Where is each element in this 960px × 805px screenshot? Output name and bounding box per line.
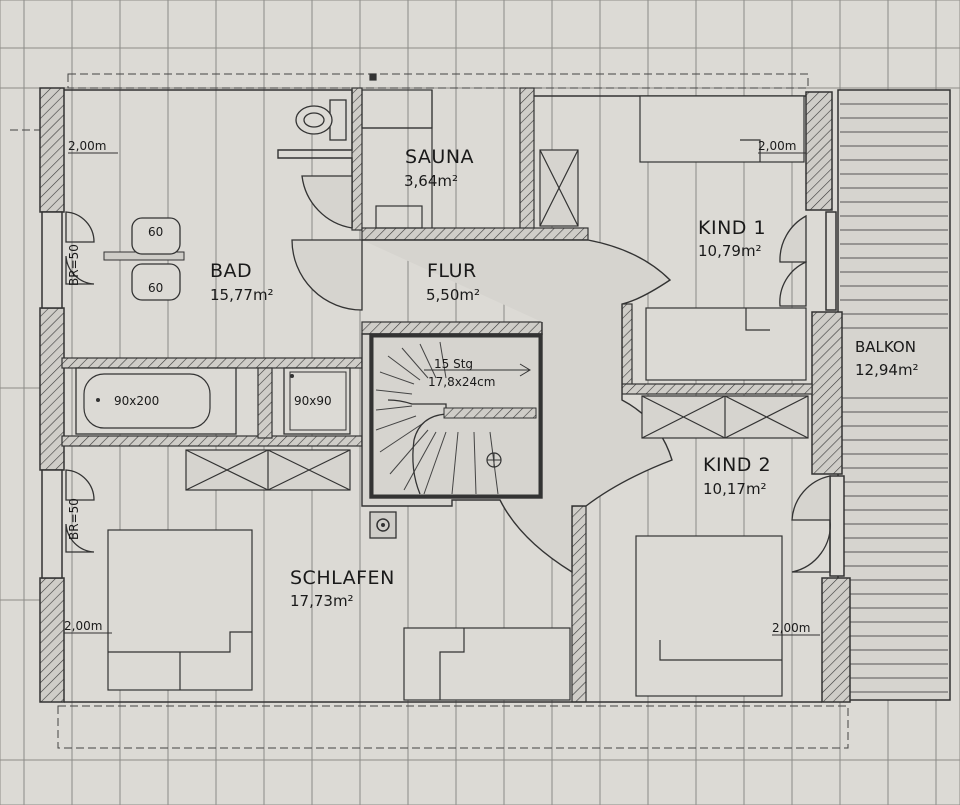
parapet-bad: BR=50	[67, 244, 81, 286]
bad-area: 15,77m²	[210, 286, 274, 304]
schlafen-area: 17,73m²	[290, 592, 354, 610]
toilet-icon	[295, 99, 347, 141]
height-schlafen: 2,00m	[64, 619, 102, 633]
beds	[107, 95, 807, 701]
kind1-area: 10,79m²	[698, 242, 762, 260]
kind1-name: KIND 1	[698, 217, 766, 239]
sink-label-top: 60	[148, 225, 163, 239]
flur-area: 5,50m²	[426, 286, 480, 304]
bathtub-label: 90x200	[114, 394, 159, 408]
interior-walls	[61, 87, 813, 703]
balkon-area: 12,94m²	[855, 361, 919, 379]
stairs-dims: 17,8x24cm	[428, 375, 495, 389]
sauna-name: SAUNA	[405, 146, 474, 168]
shower-icon: 90x90	[283, 367, 351, 435]
height-bad: 2,00m	[68, 139, 106, 153]
room-labels: SAUNA 3,64m² BAD 15,77m² FLUR 5,50m² KIN…	[210, 146, 919, 610]
outer-walls	[39, 87, 851, 703]
door-swing-icon	[65, 175, 831, 573]
sink-label-bottom: 60	[148, 281, 163, 295]
height-kind2: 2,00m	[772, 621, 810, 635]
height-kind1: 2,00m	[758, 139, 796, 153]
schlafen-name: SCHLAFEN	[290, 567, 395, 589]
balkon-name: BALKON	[855, 338, 916, 356]
bathtub-icon: 90x200	[75, 367, 237, 435]
bad-name: BAD	[210, 260, 252, 282]
kind2-area: 10,17m²	[703, 480, 767, 498]
sauna-benches	[361, 73, 433, 229]
shower-label: 90x90	[294, 394, 332, 408]
flur-name: FLUR	[427, 260, 477, 282]
chimney-icon	[369, 511, 397, 539]
sauna-area: 3,64m²	[404, 172, 458, 190]
wardrobes	[185, 149, 809, 491]
parapet-schlafen: BR=50	[67, 498, 81, 540]
balkon-deck	[837, 89, 951, 701]
sink-icon: 60 60	[103, 217, 185, 301]
kind2-name: KIND 2	[703, 454, 771, 476]
dimension-labels: 2,00m 2,00m 2,00m 2,00m BR=50 BR=50	[64, 139, 820, 636]
roof-outline	[10, 73, 849, 749]
stairs-steps: 15 Stg	[434, 357, 473, 371]
staircase: 15 Stg 17,8x24cm	[369, 333, 543, 499]
